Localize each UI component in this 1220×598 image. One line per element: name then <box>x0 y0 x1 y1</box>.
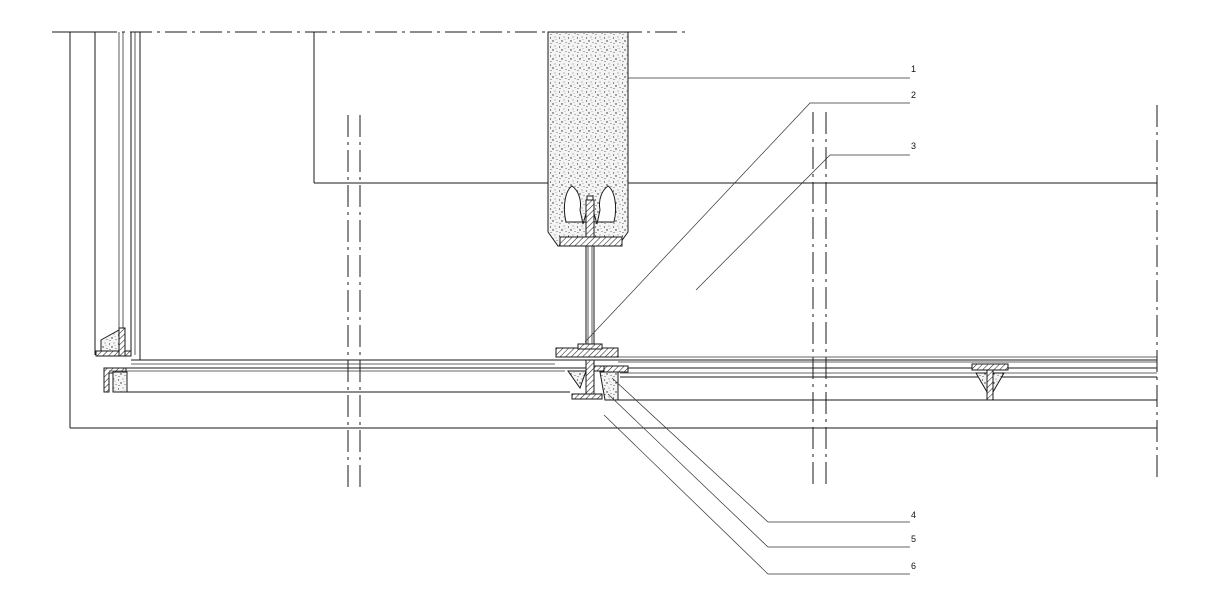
left-wall-frame <box>69 32 1157 429</box>
grid-axis-a <box>347 115 361 488</box>
callout-6: 6 <box>911 561 916 571</box>
left-corner-bracket <box>95 327 132 393</box>
mullion-node-central <box>555 343 629 401</box>
callout-4: 4 <box>911 510 916 520</box>
slab-line <box>313 32 1157 184</box>
grid-axis-b <box>812 112 827 488</box>
steel-column-web <box>585 246 595 348</box>
callout-5: 5 <box>911 534 916 544</box>
concrete-encased-column <box>547 31 629 247</box>
leader-lines <box>584 77 910 575</box>
callout-3: 3 <box>911 141 916 151</box>
callout-1: 1 <box>911 64 916 74</box>
mullion-node-right <box>971 363 1009 401</box>
callout-2: 2 <box>911 90 916 100</box>
